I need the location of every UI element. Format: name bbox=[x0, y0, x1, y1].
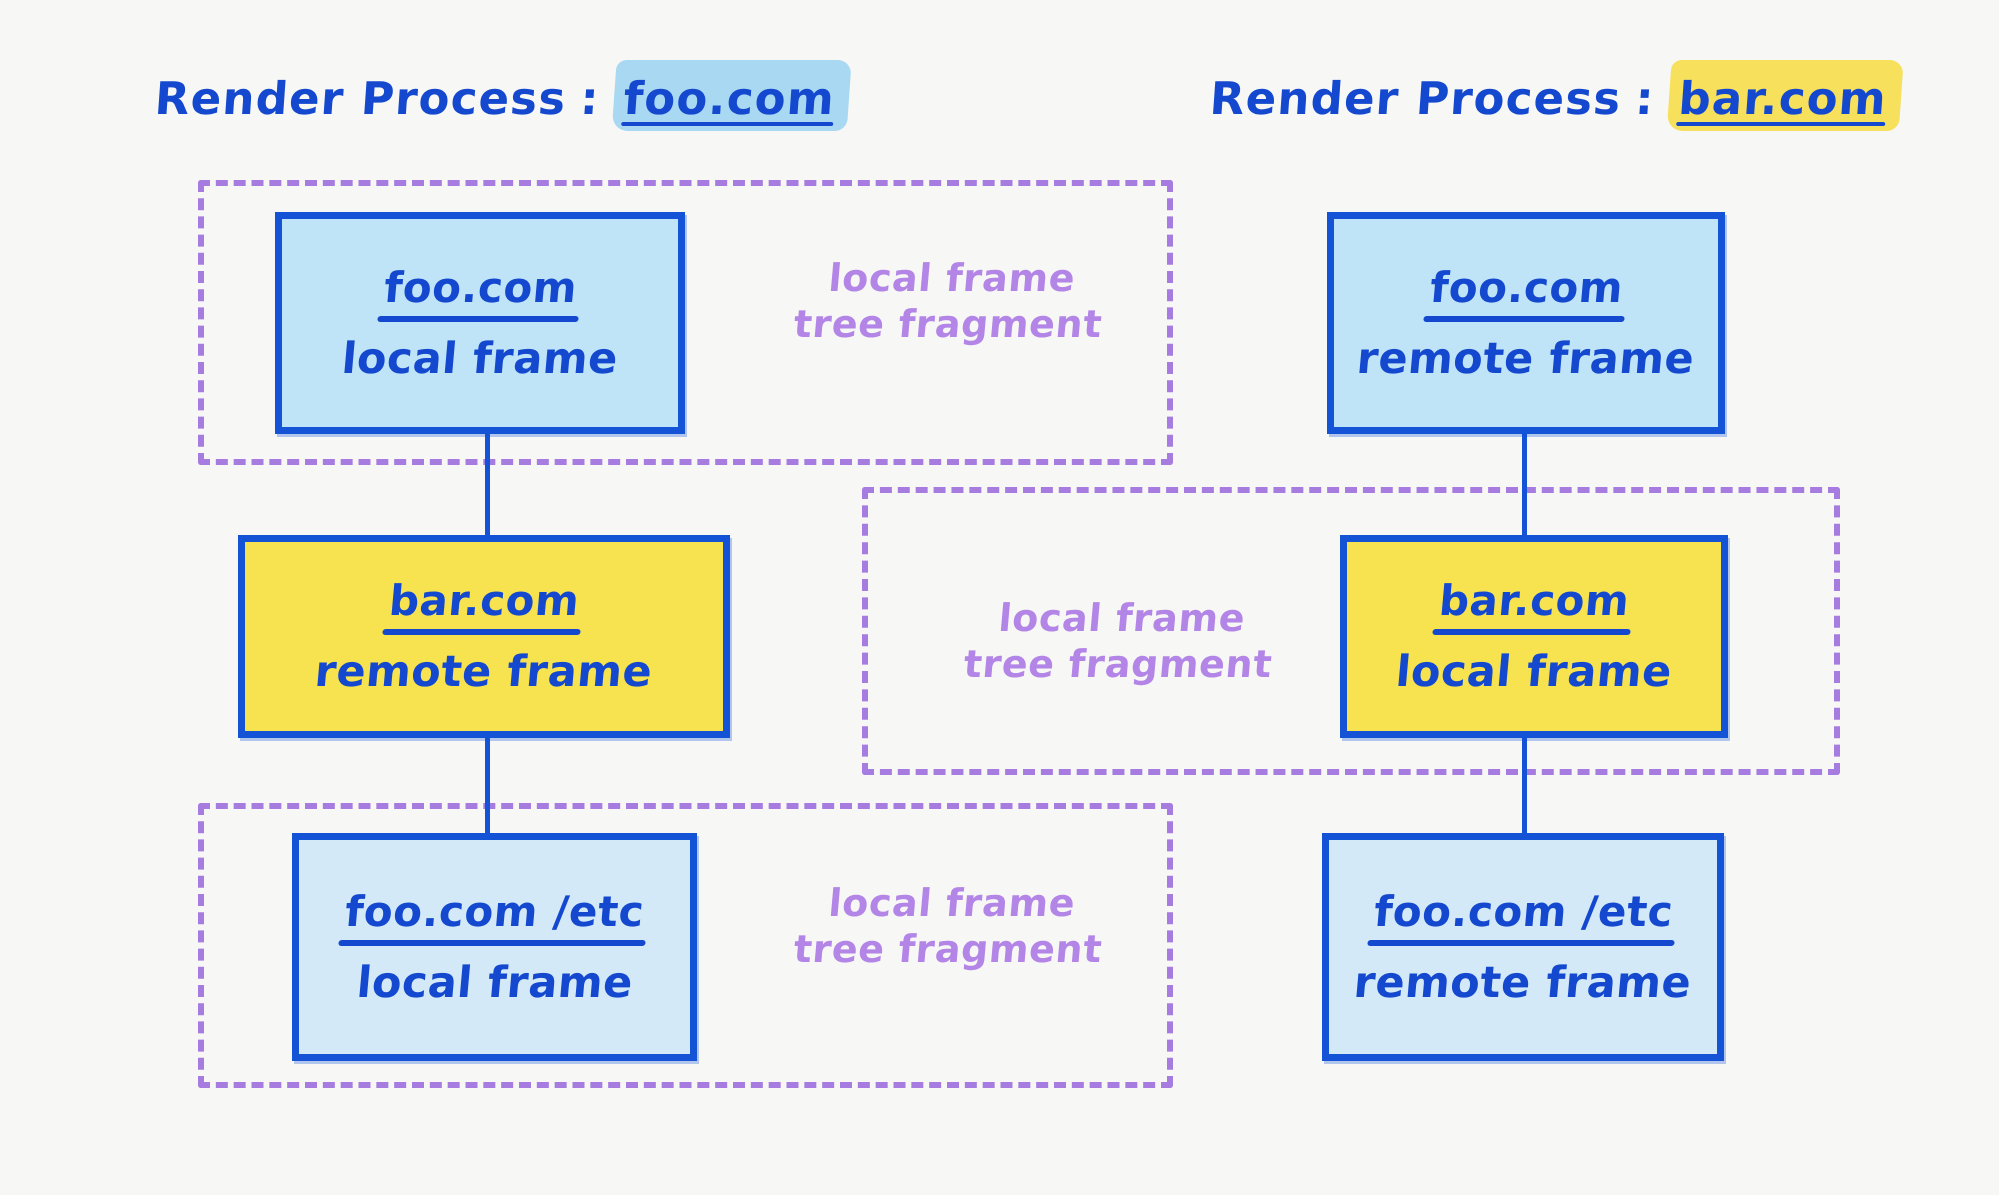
fragment-label-right-middle: local frame tree fragment bbox=[961, 596, 1275, 687]
frame-kind-right-3: remote frame bbox=[1352, 957, 1694, 1008]
title-origin-right: bar.com bbox=[1667, 70, 1903, 127]
frame-kind-left-2: remote frame bbox=[313, 647, 655, 697]
connector-right-2-3 bbox=[1522, 735, 1527, 835]
title-separator-left: : bbox=[578, 72, 602, 125]
render-process-title-left: Render Process : foo.com bbox=[153, 70, 851, 127]
frame-box-right-3[interactable]: foo.com /etc remote frame bbox=[1322, 833, 1724, 1061]
connector-left-2-3 bbox=[485, 735, 490, 835]
frame-box-right-2[interactable]: bar.com local frame bbox=[1340, 535, 1728, 738]
frame-url-left-1: foo.com bbox=[381, 263, 579, 318]
frame-kind-right-1: remote frame bbox=[1355, 333, 1697, 384]
connector-left-1-2 bbox=[485, 432, 490, 542]
frame-box-right-1[interactable]: foo.com remote frame bbox=[1327, 212, 1725, 434]
frame-kind-right-2: local frame bbox=[1393, 647, 1675, 697]
frame-box-left-1[interactable]: foo.com local frame bbox=[275, 212, 685, 434]
frame-url-left-2: bar.com bbox=[387, 576, 581, 631]
connector-right-1-2 bbox=[1522, 432, 1527, 542]
render-process-label-right: Render Process bbox=[1208, 72, 1624, 125]
frame-url-right-3: foo.com /etc bbox=[1371, 887, 1675, 942]
title-separator-right: : bbox=[1633, 72, 1657, 125]
render-process-label-left: Render Process bbox=[153, 72, 569, 125]
fragment-region-right-middle bbox=[862, 487, 1840, 775]
fragment-region-left-top bbox=[198, 180, 1173, 465]
render-process-title-right: Render Process : bar.com bbox=[1208, 70, 1903, 127]
fragment-region-left-bottom bbox=[198, 803, 1173, 1088]
fragment-label-left-bottom: local frame tree fragment bbox=[791, 881, 1105, 972]
fragment-label-left-top: local frame tree fragment bbox=[791, 256, 1105, 347]
frame-box-left-2[interactable]: bar.com remote frame bbox=[238, 535, 730, 738]
frame-url-right-2: bar.com bbox=[1437, 576, 1631, 631]
title-origin-left: foo.com bbox=[612, 70, 851, 127]
frame-kind-left-1: local frame bbox=[339, 333, 621, 384]
frame-url-left-3: foo.com /etc bbox=[343, 887, 646, 942]
frame-kind-left-3: local frame bbox=[354, 957, 635, 1008]
frame-url-right-1: foo.com bbox=[1427, 263, 1625, 318]
frame-box-left-3[interactable]: foo.com /etc local frame bbox=[292, 833, 697, 1061]
